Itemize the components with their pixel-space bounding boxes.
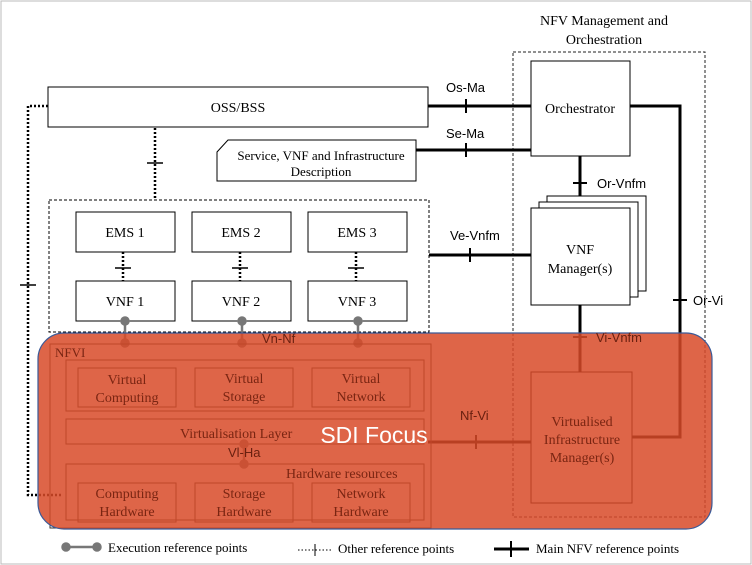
- vim-line3: Manager(s): [550, 451, 615, 466]
- nf-vi-label: Nf-Vi: [460, 408, 489, 423]
- vi-vnfm-label: Vi-Vnfm: [596, 330, 642, 345]
- vnf-manager-line2: Manager(s): [548, 262, 613, 277]
- ems3-box: [307, 211, 408, 253]
- virtual-storage-line2: Storage: [223, 390, 266, 405]
- legend-execution-label: Execution reference points: [108, 540, 247, 555]
- description-box: [216, 139, 417, 182]
- ems1-label: EMS 1: [105, 226, 144, 241]
- orchestrator-label: Orchestrator: [545, 102, 615, 117]
- se-ma-label: Se-Ma: [446, 126, 485, 141]
- vl-ha-label: Vl-Ha: [228, 445, 261, 460]
- legend-execution-symbol: [61, 542, 102, 552]
- os-ma-label: Os-Ma: [446, 80, 486, 95]
- vnf2-label: VNF 2: [222, 295, 261, 310]
- virtual-computing-line2: Computing: [95, 391, 158, 406]
- vnf1-box: [75, 280, 176, 322]
- legend-main-label: Main NFV reference points: [536, 541, 679, 556]
- legend-other-label: Other reference points: [338, 541, 454, 556]
- description-line2: Description: [291, 164, 352, 179]
- storage-hardware-line1: Storage: [223, 487, 266, 502]
- computing-hardware-line1: Computing: [95, 487, 158, 502]
- virtual-network-line2: Network: [337, 390, 386, 405]
- ve-vnfm-label: Ve-Vnfm: [450, 228, 500, 243]
- vim-line1: Virtualised: [551, 415, 612, 430]
- ems1-box: [75, 211, 176, 253]
- virtual-computing-line1: Virtual: [108, 373, 147, 388]
- vnf-manager-line1: VNF: [566, 243, 594, 258]
- virtual-network-line1: Virtual: [342, 372, 381, 387]
- ems3-label: EMS 3: [337, 226, 376, 241]
- virtualisation-layer-label: Virtualisation Layer: [180, 427, 293, 442]
- mano-title-line1: NFV Management and: [540, 14, 668, 29]
- sdi-focus-overlay: [37, 332, 713, 530]
- mano-title-line2: Orchestration: [566, 33, 642, 48]
- oss-bss-label: OSS/BSS: [211, 101, 265, 116]
- vnf-manager-box: [530, 207, 631, 306]
- nfvi-labels: NFVI Virtual Computing Virtual Storage V…: [55, 345, 620, 520]
- vn-nf-label: Vn-Nf: [262, 331, 296, 346]
- or-vnfm-label: Or-Vnfm: [597, 176, 646, 191]
- orchestrator-box: [530, 60, 631, 157]
- computing-hardware-line2: Hardware: [99, 505, 154, 520]
- vim-line2: Infrastructure: [544, 433, 620, 448]
- vnf1-label: VNF 1: [106, 295, 145, 310]
- vnf3-label: VNF 3: [338, 295, 377, 310]
- other-reference-ticks: [20, 162, 364, 286]
- virtual-storage-line1: Virtual: [225, 372, 264, 387]
- ems2-label: EMS 2: [221, 226, 260, 241]
- storage-hardware-line2: Hardware: [216, 505, 271, 520]
- vnf-domain-container: [48, 199, 430, 333]
- network-hardware-line1: Network: [337, 487, 386, 502]
- oss-bss-box: [47, 86, 429, 128]
- other-reference-lines: [26, 104, 358, 497]
- legend: Execution reference points Other referen…: [61, 540, 679, 557]
- sdi-focus-label: SDI Focus: [320, 422, 427, 448]
- network-hardware-line2: Hardware: [333, 505, 388, 520]
- vnf2-box: [191, 280, 292, 322]
- or-vi-label: Or-Vi: [693, 293, 723, 308]
- description-line1: Service, VNF and Infrastructure: [237, 148, 404, 163]
- hardware-resources-label: Hardware resources: [286, 467, 398, 482]
- vnf3-box: [307, 280, 408, 322]
- nfvi-label: NFVI: [55, 345, 85, 360]
- ems2-box: [191, 211, 292, 253]
